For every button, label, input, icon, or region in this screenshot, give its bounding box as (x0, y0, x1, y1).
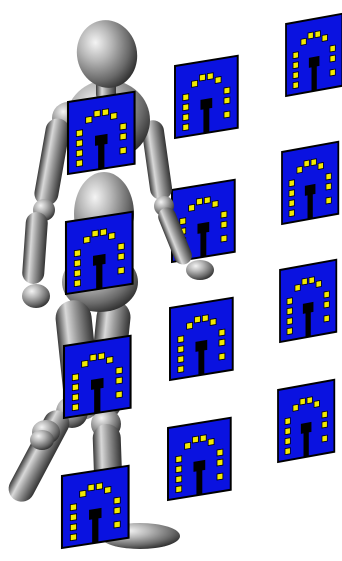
marker-column-right (278, 14, 342, 462)
fiducial-marker-icon (62, 466, 129, 548)
fiducial-marker-icon (168, 418, 231, 500)
fiducial-marker-icon (64, 336, 131, 418)
fiducial-marker-icon (68, 92, 135, 174)
fiducial-marker-icon (278, 380, 334, 462)
fiducial-marker-icon (175, 56, 238, 138)
fiducial-marker-icon (280, 260, 336, 342)
fiducial-marker-icon (282, 142, 338, 224)
fiducial-marker-icon (66, 212, 133, 294)
fiducial-marker-icon (170, 298, 233, 380)
fiducial-marker-icon (286, 14, 342, 96)
